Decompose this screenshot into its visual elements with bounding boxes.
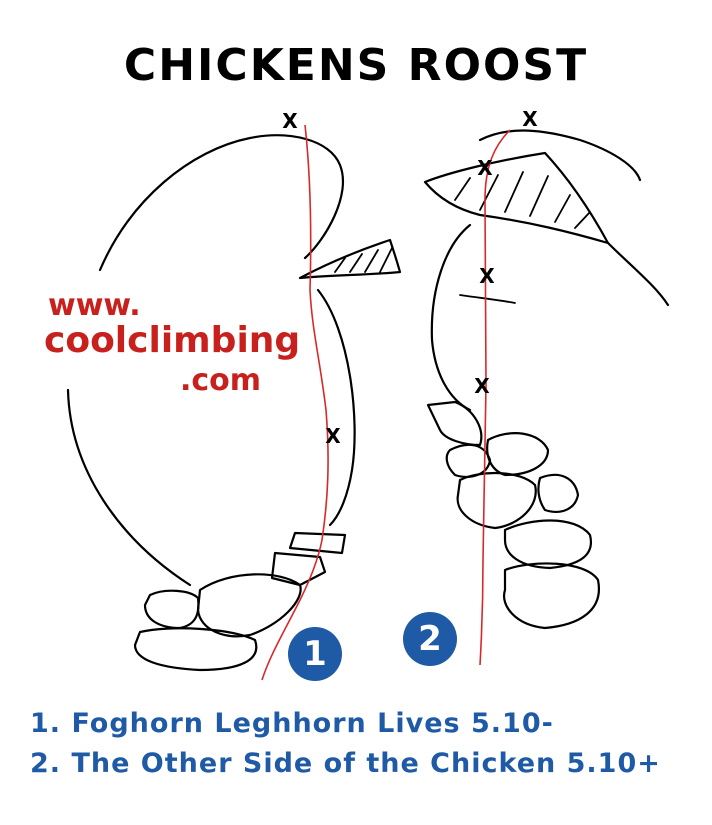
left-formation-outline <box>98 134 345 272</box>
route-1-bolt-marker: X <box>325 424 341 448</box>
right-crack <box>459 294 516 304</box>
topo-title: CHICKENS ROOST <box>123 40 589 91</box>
right-ledge-hatch <box>454 171 591 229</box>
left-block-4 <box>143 589 200 630</box>
route-2-bolt-marker-3: X <box>474 374 490 398</box>
route-2-line <box>479 129 511 666</box>
route-2-badge: 2 <box>403 612 457 666</box>
route-1-line <box>261 124 329 681</box>
right-block-7 <box>502 562 601 630</box>
watermark-line-2: coolclimbing <box>44 320 301 361</box>
left-block-1 <box>288 531 347 555</box>
left-block-2 <box>270 551 327 587</box>
left-block-5 <box>133 627 258 672</box>
right-block-6 <box>503 519 593 570</box>
right-formation-body <box>430 223 472 412</box>
left-beak <box>298 238 402 280</box>
route-2-bolt-marker-1: X <box>477 156 493 180</box>
right-block-5 <box>537 473 580 513</box>
left-formation-left-edge <box>66 388 192 587</box>
route-1-badge: 1 <box>288 627 342 681</box>
right-block-4 <box>456 472 537 530</box>
route-1-anchor-marker: X <box>282 109 298 133</box>
route-2-anchor-marker: X <box>522 107 538 131</box>
route-2-bolt-marker-2: X <box>479 264 495 288</box>
route-1-legend: 1. Foghorn Leghhorn Lives 5.10- <box>30 708 554 739</box>
left-beak-hatch <box>334 247 393 273</box>
right-formation-top <box>478 129 642 182</box>
right-formation-right-edge <box>606 241 670 307</box>
watermark-line-1: www. <box>48 288 141 323</box>
right-block-2 <box>445 443 492 478</box>
right-block-3 <box>486 432 550 477</box>
route-2-legend: 2. The Other Side of the Chicken 5.10+ <box>30 748 661 779</box>
right-block-1 <box>426 400 483 447</box>
right-formation-ledge <box>423 151 610 245</box>
watermark-line-3: .com <box>180 363 262 398</box>
left-formation-right-edge <box>316 288 356 527</box>
